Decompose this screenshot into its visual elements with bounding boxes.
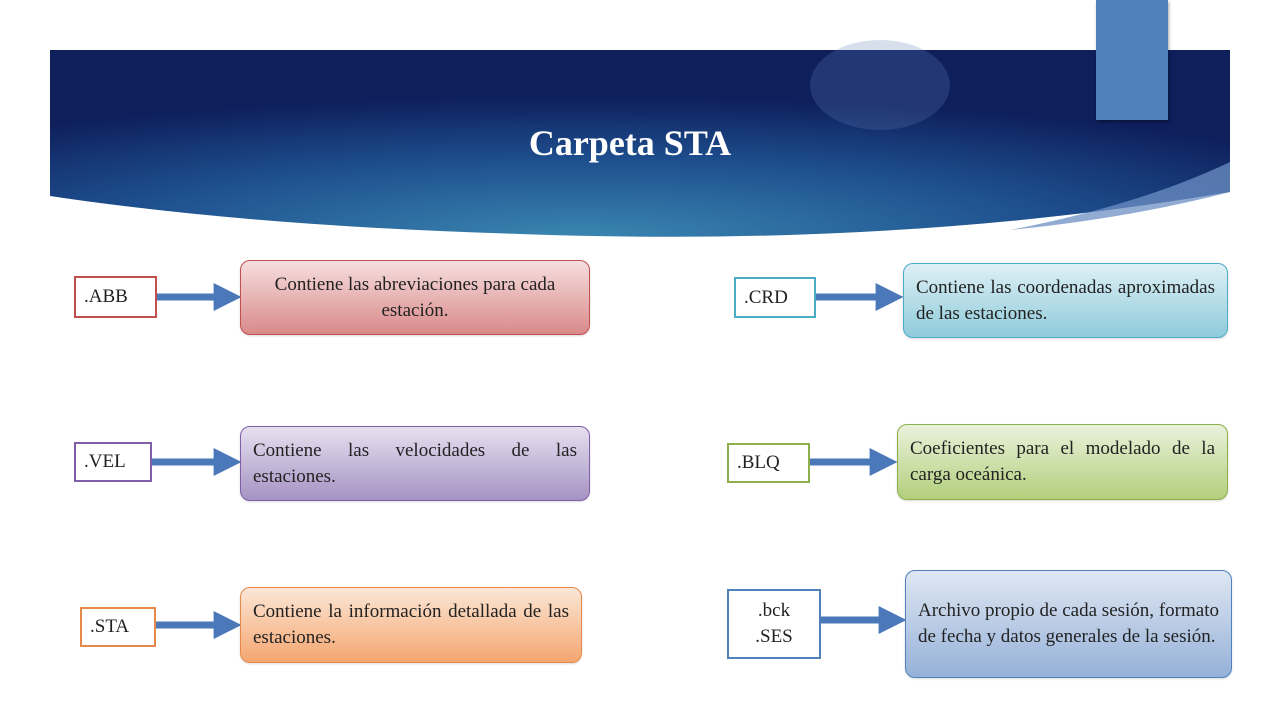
ext-label-ses: .bck .SES bbox=[727, 589, 821, 659]
description-box-vel: Contiene las velocidades de las estacion… bbox=[240, 426, 590, 501]
ext-label-text: .ABB bbox=[84, 286, 128, 307]
slide-title: Carpeta STA bbox=[528, 123, 732, 163]
description-text: Archivo propio de cada sesión, formato d… bbox=[918, 600, 1219, 647]
description-text: Contiene las velocidades de las estacion… bbox=[253, 439, 577, 487]
description-text: Contiene las abreviaciones para cada est… bbox=[274, 273, 556, 321]
ext-label-text: .BLQ bbox=[737, 452, 780, 473]
description-text: Coeficientes para el modelado de la carg… bbox=[910, 438, 1215, 485]
title-banner bbox=[50, 40, 1230, 237]
ext-label-text: .STA bbox=[90, 616, 130, 637]
description-box-blq: Coeficientes para el modelado de la carg… bbox=[897, 424, 1228, 500]
description-box-ses: Archivo propio de cada sesión, formato d… bbox=[905, 570, 1232, 678]
ext-label-text: .CRD bbox=[744, 286, 788, 308]
ext-label-sta: .STA bbox=[80, 607, 156, 647]
description-box-crd: Contiene las coordenadas aproximadas de … bbox=[903, 263, 1228, 338]
description-text: Contiene las coordenadas aproximadas de … bbox=[916, 276, 1215, 324]
description-box-sta: Contiene la información detallada de las… bbox=[240, 587, 582, 663]
ext-label-text: .VEL bbox=[84, 451, 126, 472]
ext-label-line1: .bck bbox=[757, 600, 791, 621]
ext-label-abb: .ABB bbox=[74, 276, 157, 318]
ext-label-line2: .SES bbox=[755, 626, 793, 647]
description-text: Contiene la información detallada de las… bbox=[253, 601, 569, 648]
ext-label-vel: .VEL bbox=[74, 442, 152, 482]
ext-label-crd: .CRD bbox=[734, 277, 816, 318]
corner-tab-decoration bbox=[1096, 0, 1168, 120]
ext-label-blq: .BLQ bbox=[727, 443, 810, 483]
description-box-abb: Contiene las abreviaciones para cada est… bbox=[240, 260, 590, 335]
